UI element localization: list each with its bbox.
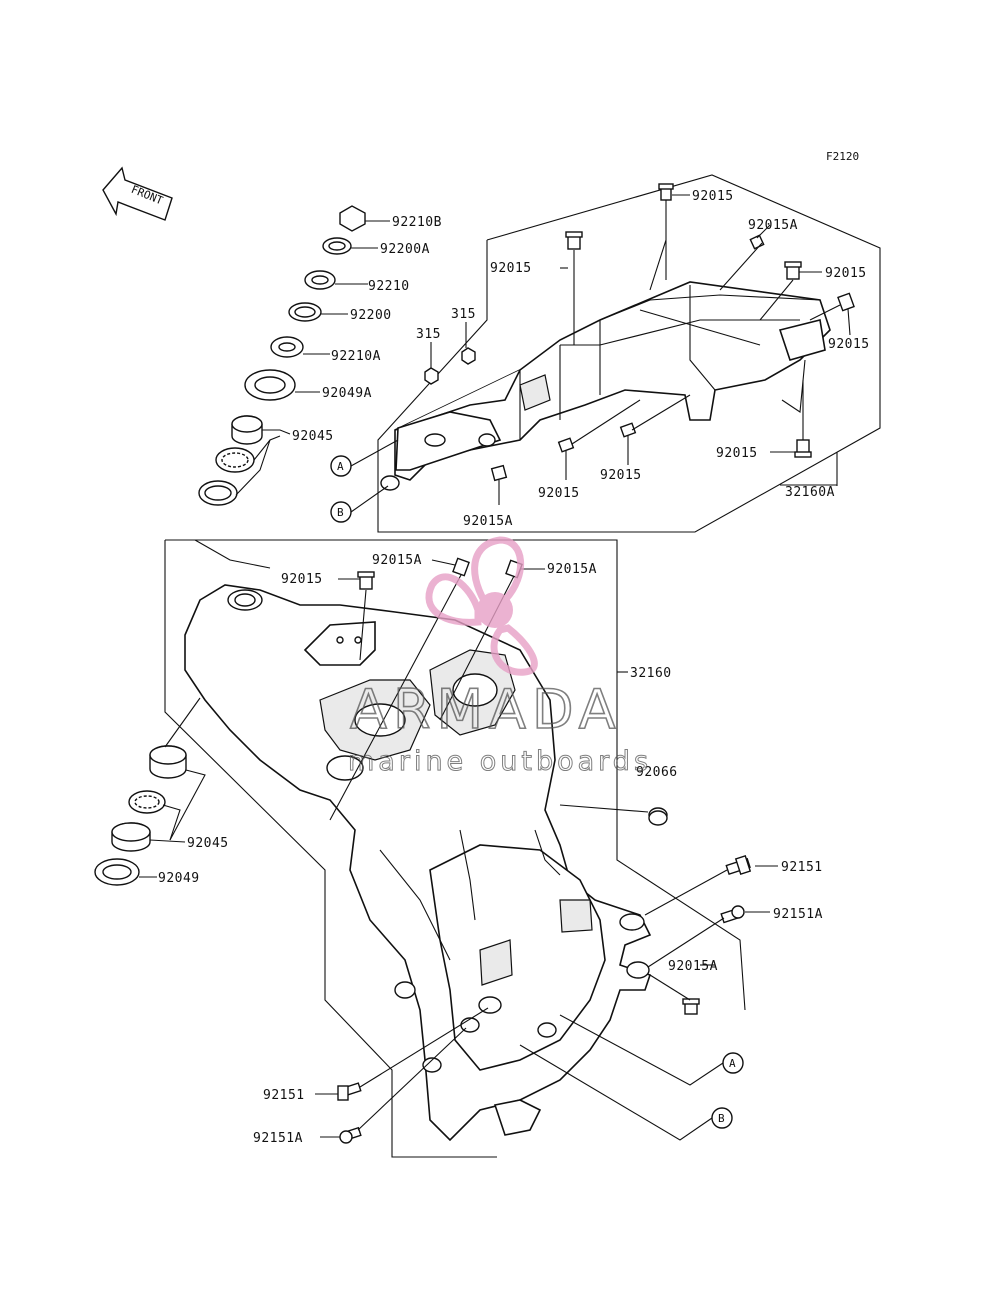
nut-315-icon bbox=[461, 347, 476, 365]
callout-315-a: 315 bbox=[451, 307, 476, 322]
callout-92210: 92210 bbox=[368, 279, 410, 294]
bolt-icon bbox=[784, 261, 802, 280]
lock-nut-92210-icon bbox=[304, 270, 336, 290]
callout-92015A-m1: 92015A bbox=[372, 553, 422, 568]
bolt-92151-left-icon bbox=[337, 1082, 362, 1101]
callout-92015A-t2: 92015A bbox=[463, 514, 513, 529]
callout-315-b: 315 bbox=[416, 327, 441, 342]
callout-92015-t4: 92015 bbox=[828, 337, 870, 352]
race-92045-bottom-icon bbox=[149, 745, 187, 779]
propeller-logo-icon bbox=[425, 536, 538, 676]
svg-text:A: A bbox=[729, 1057, 736, 1070]
callout-92015A-m2: 92015A bbox=[547, 562, 597, 577]
callout-92151-right: 92151 bbox=[781, 860, 823, 875]
bolt-92015A-right-icon bbox=[682, 998, 700, 1015]
bolt-icon bbox=[794, 439, 812, 458]
bolt-icon bbox=[557, 437, 575, 453]
watermark-brand: ARMADA bbox=[350, 678, 622, 741]
bearing-bottom-icon bbox=[128, 790, 166, 814]
race-92045-top-icon bbox=[231, 415, 263, 445]
callout-92151-left: 92151 bbox=[263, 1088, 305, 1103]
callout-32160: 32160 bbox=[630, 666, 672, 681]
callout-92015-t1: 92015 bbox=[692, 189, 734, 204]
watermark: ARMADA marine outboards bbox=[348, 536, 652, 778]
bolt-icon bbox=[658, 183, 674, 201]
nut-92210B-icon bbox=[339, 205, 366, 232]
plug-92066-icon bbox=[648, 807, 668, 826]
callout-92015A-t1: 92015A bbox=[748, 218, 798, 233]
callout-92210A: 92210A bbox=[331, 349, 381, 364]
callout-92049: 92049 bbox=[158, 871, 200, 886]
callout-92045-top: 92045 bbox=[292, 429, 334, 444]
ref-b-bottom: B bbox=[519, 1044, 733, 1141]
subframe-32160A bbox=[377, 174, 881, 533]
bolt-icon bbox=[357, 571, 375, 590]
stem-leaders bbox=[235, 220, 390, 496]
svg-text:A: A bbox=[337, 460, 344, 473]
diagram-code: F2120 bbox=[826, 150, 859, 163]
ref-a-bottom: A bbox=[559, 1014, 744, 1086]
bolt-92151-right-icon bbox=[725, 854, 752, 876]
race-92045-top2-icon bbox=[198, 480, 238, 506]
callout-92151A-right: 92151A bbox=[773, 907, 823, 922]
callout-labels: 92210B 92200A 92210 92200 92210A 92049A … bbox=[158, 189, 870, 1146]
callout-92015-t3: 92015 bbox=[825, 266, 867, 281]
callout-92015-t2: 92015 bbox=[490, 261, 532, 276]
callout-92015-t6: 92015 bbox=[600, 468, 642, 483]
seal-92049-icon bbox=[94, 858, 140, 886]
upper-leaders bbox=[430, 194, 851, 505]
seal-92049A-icon bbox=[244, 369, 296, 401]
ref-b-top: B bbox=[330, 485, 389, 523]
callout-92200: 92200 bbox=[350, 308, 392, 323]
bolt-icon bbox=[565, 231, 583, 250]
callout-92015-t7: 92015 bbox=[538, 486, 580, 501]
callout-92015-t5: 92015 bbox=[716, 446, 758, 461]
callout-92015A-right: 92015A bbox=[668, 959, 718, 974]
lower-stem-parts bbox=[94, 745, 187, 886]
lower-stem-leaders bbox=[139, 697, 206, 878]
callout-32160A: 32160A bbox=[785, 485, 835, 500]
watermark-tagline: marine outboards bbox=[348, 746, 652, 777]
race-92045-bottom2-icon bbox=[111, 822, 151, 852]
front-arrow-icon: FRONT bbox=[102, 166, 173, 221]
bolt-icon bbox=[837, 292, 855, 312]
bearing-top-icon bbox=[215, 447, 255, 473]
steering-stem-parts bbox=[198, 205, 366, 506]
callout-92200A: 92200A bbox=[380, 242, 430, 257]
callout-92015-m1: 92015 bbox=[281, 572, 323, 587]
lock-nut-92210A-icon bbox=[270, 336, 304, 358]
ref-a-top: A bbox=[330, 439, 399, 477]
callout-92045-bottom: 92045 bbox=[187, 836, 229, 851]
svg-text:B: B bbox=[718, 1112, 725, 1125]
main-frame-32160 bbox=[164, 539, 746, 1158]
bolt-icon bbox=[452, 557, 470, 577]
callout-92151A-left: 92151A bbox=[253, 1131, 303, 1146]
nut-315-icon bbox=[424, 367, 439, 385]
bolt-92151A-left-icon bbox=[339, 1126, 362, 1144]
svg-text:B: B bbox=[337, 506, 344, 519]
callout-92066: 92066 bbox=[636, 765, 678, 780]
upper-bolts bbox=[424, 183, 855, 482]
callout-92210B: 92210B bbox=[392, 215, 442, 230]
bolt-icon bbox=[619, 422, 637, 438]
main-frame-bolts bbox=[337, 557, 752, 1144]
callout-92049A: 92049A bbox=[322, 386, 372, 401]
bolt-icon bbox=[490, 464, 508, 482]
bolt-92151A-right-icon bbox=[720, 905, 745, 924]
